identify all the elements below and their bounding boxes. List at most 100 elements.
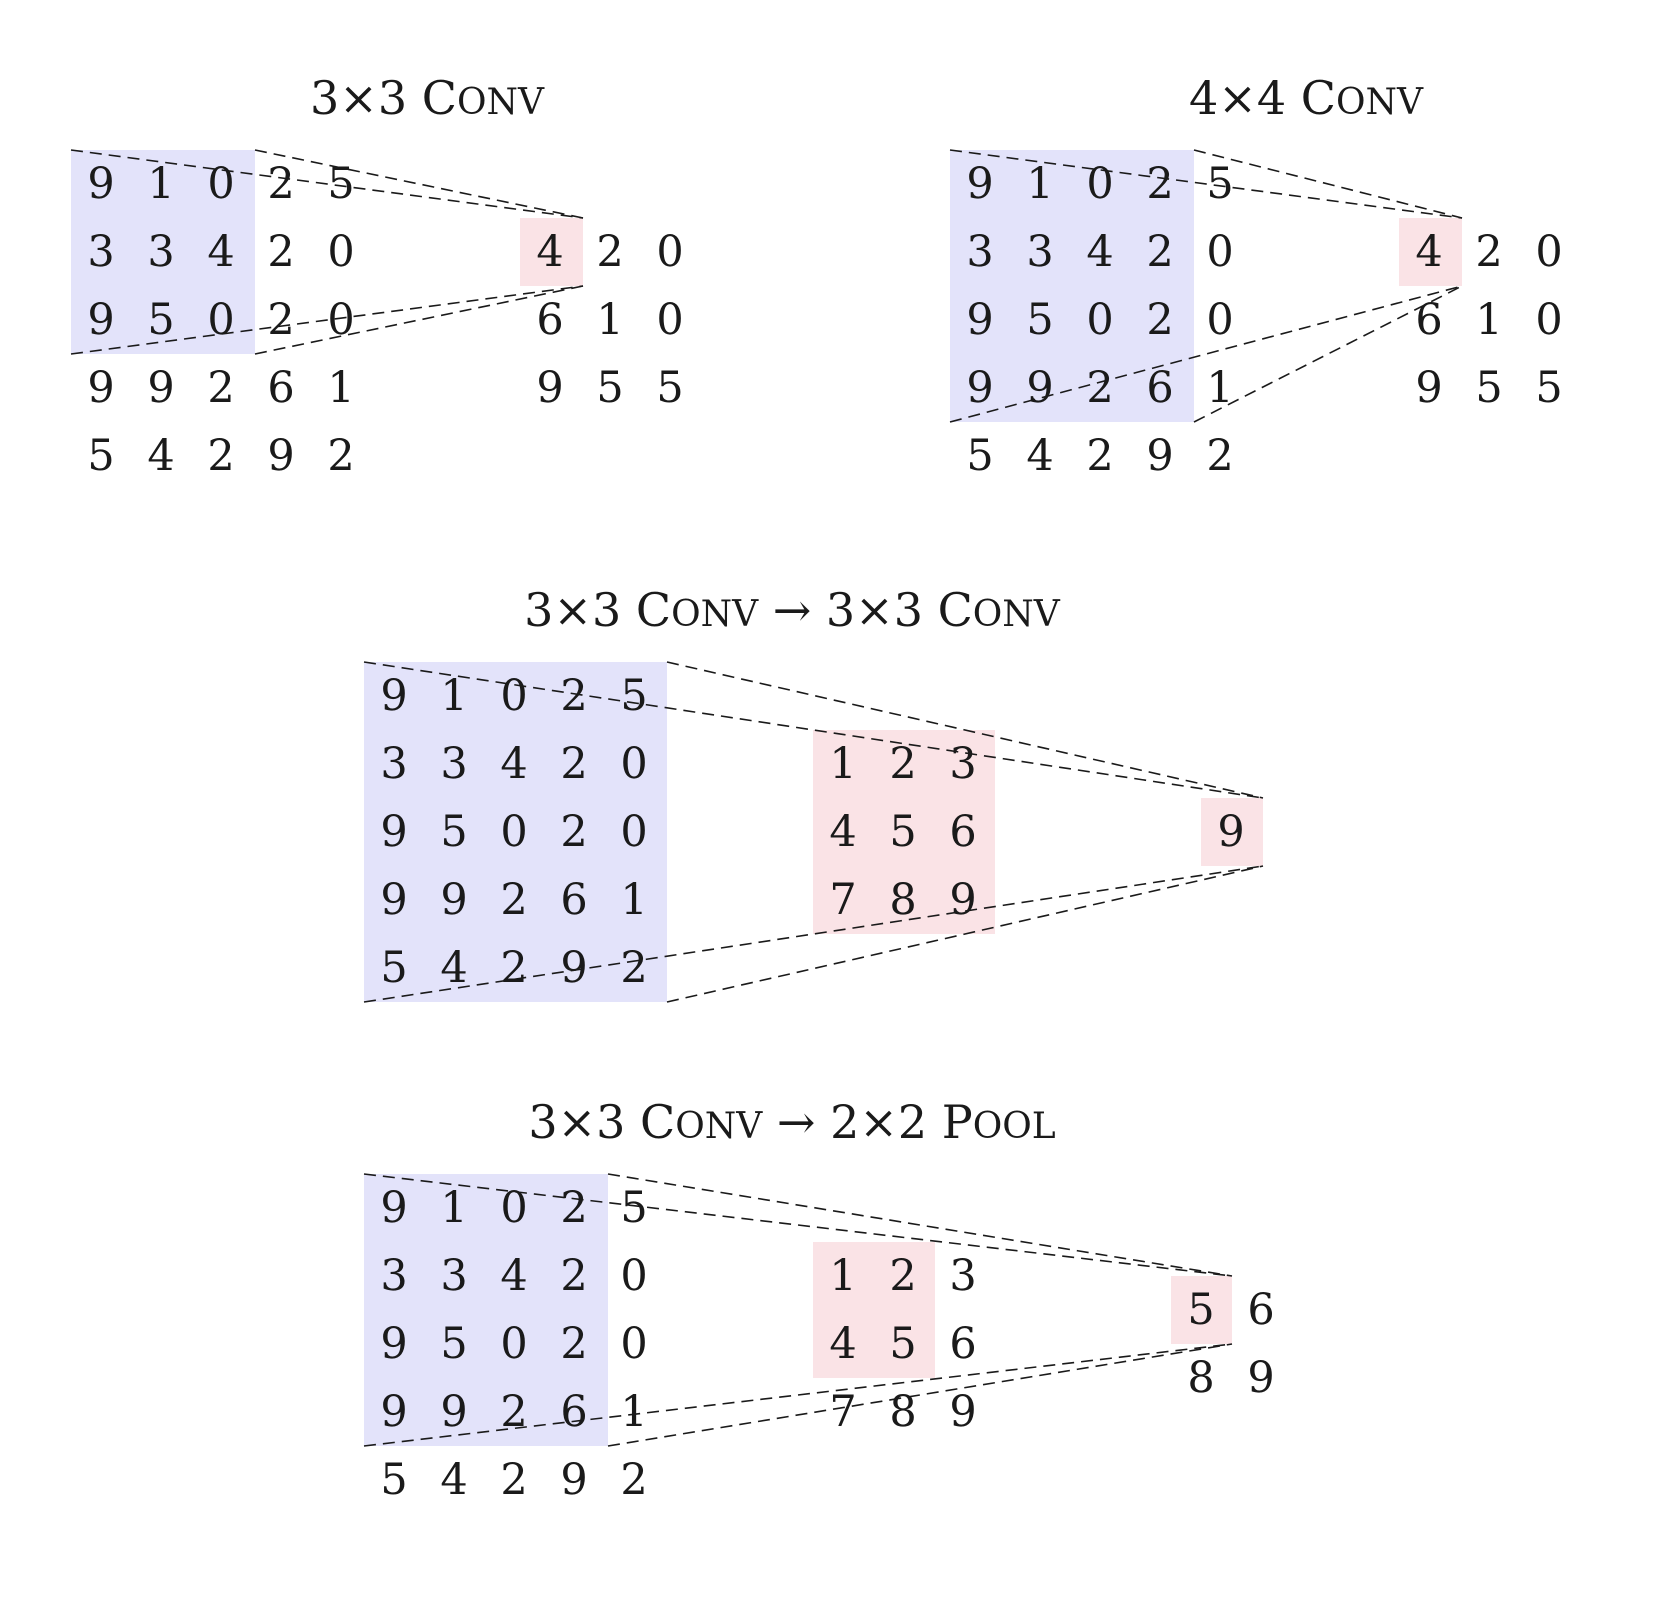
grid-cell: 5 xyxy=(440,1319,467,1369)
intermediate-field-highlight xyxy=(813,1242,935,1378)
projection-line xyxy=(666,865,1264,1003)
grid-cell: 9 xyxy=(949,1387,976,1437)
grid-cell: 2 xyxy=(1206,431,1233,481)
grid-cell: 9 xyxy=(1217,807,1244,857)
grid-cell: 6 xyxy=(1415,295,1442,345)
grid-cell: 3 xyxy=(949,739,976,789)
grid-cell: 9 xyxy=(87,363,114,413)
grid-cell: 3 xyxy=(440,1251,467,1301)
grid-cell: 2 xyxy=(560,739,587,789)
grid-cell: 9 xyxy=(966,363,993,413)
grid-cell: 0 xyxy=(620,1251,647,1301)
intermediate-field-highlight xyxy=(813,730,995,934)
grid-cell: 0 xyxy=(1206,227,1233,277)
grid-cell: 2 xyxy=(620,943,647,993)
grid-cell: 2 xyxy=(560,671,587,721)
grid-cell: 8 xyxy=(889,1387,916,1437)
grid-cell: 5 xyxy=(620,671,647,721)
grid-cell: 9 xyxy=(1146,431,1173,481)
panel-title: 3×3 CONV → 2×2 POOL xyxy=(528,1095,1055,1149)
grid-cell: 1 xyxy=(1206,363,1233,413)
grid-cell: 0 xyxy=(207,295,234,345)
projection-line xyxy=(254,149,584,219)
projection-line xyxy=(70,149,584,219)
output-grid: 9 xyxy=(1217,807,1244,857)
grid-cell: 5 xyxy=(147,295,174,345)
grid-cell: 2 xyxy=(889,739,916,789)
grid-cell: 6 xyxy=(1146,363,1173,413)
grid-cell: 1 xyxy=(440,671,467,721)
grid-cell: 6 xyxy=(949,807,976,857)
grid-cell: 3 xyxy=(380,1251,407,1301)
output-cell-highlight xyxy=(1201,798,1263,866)
grid-cell: 7 xyxy=(829,875,856,925)
grid-cell: 5 xyxy=(889,1319,916,1369)
grid-cell: 9 xyxy=(440,875,467,925)
grid-cell: 5 xyxy=(380,943,407,993)
grid-cell: 9 xyxy=(380,671,407,721)
grid-cell: 2 xyxy=(560,807,587,857)
grid-cell: 2 xyxy=(500,1455,527,1505)
grid-cell: 3 xyxy=(440,739,467,789)
grid-cell: 6 xyxy=(1247,1285,1274,1335)
grid-cell: 5 xyxy=(87,431,114,481)
grid-cell: 6 xyxy=(560,1387,587,1437)
grid-cell: 3 xyxy=(949,1251,976,1301)
projection-line xyxy=(254,285,584,355)
grid-cell: 2 xyxy=(560,1183,587,1233)
projection-line xyxy=(70,285,584,355)
grid-cell: 4 xyxy=(536,227,563,277)
grid-cell: 2 xyxy=(267,227,294,277)
grid-cell: 9 xyxy=(966,295,993,345)
grid-cell: 1 xyxy=(1475,295,1502,345)
output-cell-highlight xyxy=(1171,1276,1232,1344)
projection-line xyxy=(1193,149,1463,219)
grid-cell: 1 xyxy=(147,159,174,209)
grid-cell: 9 xyxy=(1247,1353,1274,1403)
grid-cell: 4 xyxy=(829,807,856,857)
grid-cell: 3 xyxy=(966,227,993,277)
projection-line xyxy=(666,661,1264,799)
grid-cell: 5 xyxy=(380,1455,407,1505)
grid-cell: 3 xyxy=(380,739,407,789)
grid-cell: 9 xyxy=(380,875,407,925)
grid-cell: 0 xyxy=(207,159,234,209)
grid-cell: 2 xyxy=(327,431,354,481)
grid-cell: 1 xyxy=(620,875,647,925)
grid-cell: 2 xyxy=(500,943,527,993)
grid-cell: 4 xyxy=(207,227,234,277)
grid-cell: 9 xyxy=(380,1183,407,1233)
grid-cell: 1 xyxy=(620,1387,647,1437)
grid-cell: 4 xyxy=(500,739,527,789)
receptive-field-highlight xyxy=(364,1174,608,1446)
projection-line xyxy=(363,1173,1233,1277)
grid-cell: 9 xyxy=(560,943,587,993)
grid-cell: 2 xyxy=(1086,431,1113,481)
grid-cell: 4 xyxy=(440,1455,467,1505)
grid-cell: 0 xyxy=(500,671,527,721)
grid-cell: 4 xyxy=(1086,227,1113,277)
grid-cell: 2 xyxy=(207,363,234,413)
grid-cell: 0 xyxy=(656,295,683,345)
projection-line xyxy=(607,1173,1233,1277)
grid-cell: 9 xyxy=(1415,363,1442,413)
grid-cell: 0 xyxy=(620,1319,647,1369)
grid-cell: 9 xyxy=(87,295,114,345)
grid-cell: 5 xyxy=(1475,363,1502,413)
grid-cell: 0 xyxy=(1206,295,1233,345)
grid-cell: 0 xyxy=(1535,227,1562,277)
output-cell-highlight xyxy=(520,218,583,286)
grid-cell: 6 xyxy=(267,363,294,413)
grid-cell: 9 xyxy=(147,363,174,413)
receptive-field-highlight xyxy=(364,662,667,1002)
receptive-field-highlight xyxy=(71,150,255,354)
panel-title: 4×4 CONV xyxy=(1189,71,1424,125)
grid-cell: 9 xyxy=(560,1455,587,1505)
